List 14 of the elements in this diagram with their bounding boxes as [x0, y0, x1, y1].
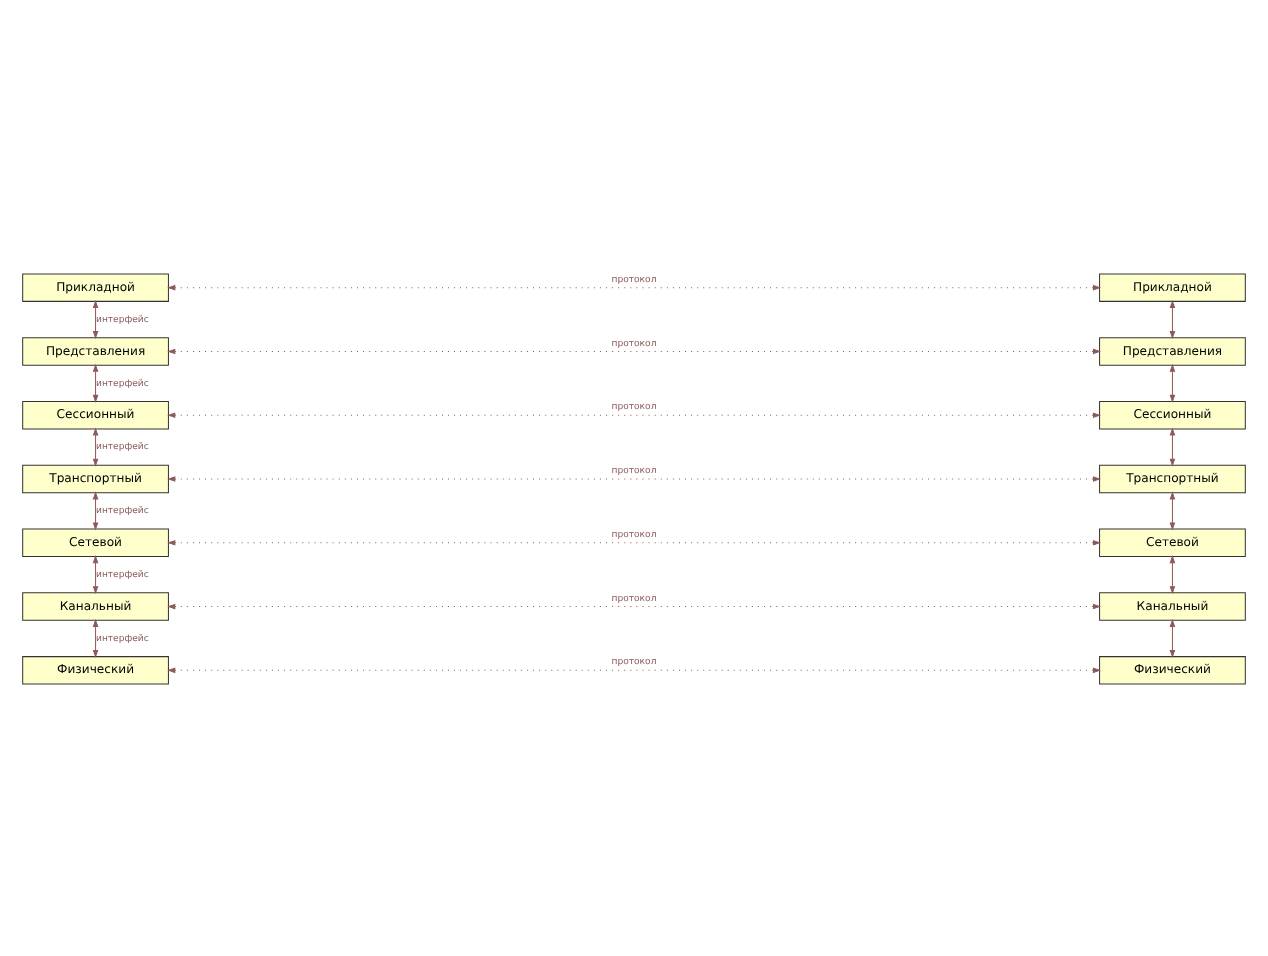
arrow	[1169, 554, 1176, 594]
arrow	[92, 299, 99, 339]
arrow	[92, 490, 99, 530]
arrow	[1169, 299, 1176, 339]
arrow	[167, 347, 1102, 354]
arrow	[1169, 426, 1176, 466]
arrow	[92, 362, 99, 402]
arrow	[92, 554, 99, 594]
arrow	[1169, 490, 1176, 530]
arrow	[1169, 617, 1176, 658]
arrow	[92, 617, 99, 658]
arrow	[92, 426, 99, 466]
arrow	[1169, 362, 1176, 402]
arrow	[167, 602, 1102, 609]
